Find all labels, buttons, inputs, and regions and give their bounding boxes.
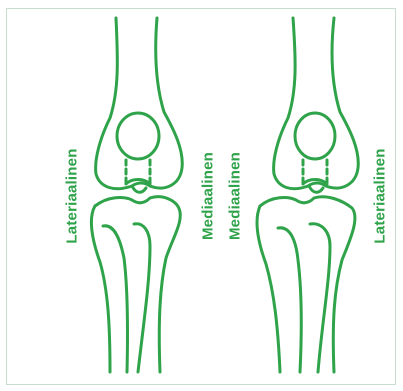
right-tibia-inner (310, 224, 330, 372)
right-tibia-outer (257, 206, 280, 372)
right-fibula (278, 228, 301, 372)
left-tibia-inner (134, 224, 150, 372)
left-femur-outline (96, 18, 183, 189)
right-lateral-label: Lateriaalinen (372, 148, 389, 243)
right-patella (295, 113, 335, 159)
left-medial-label: Mediaalinen (200, 152, 217, 240)
right-tibia-plateau (260, 197, 355, 372)
right-knee (257, 18, 358, 372)
right-femur-outline (274, 18, 359, 189)
right-medial-label: Mediaalinen (227, 152, 244, 240)
left-knee (91, 18, 182, 372)
left-lateral-label: Lateriaalinen (64, 148, 81, 243)
left-patella (117, 113, 159, 159)
left-tibia-outer (91, 206, 110, 372)
